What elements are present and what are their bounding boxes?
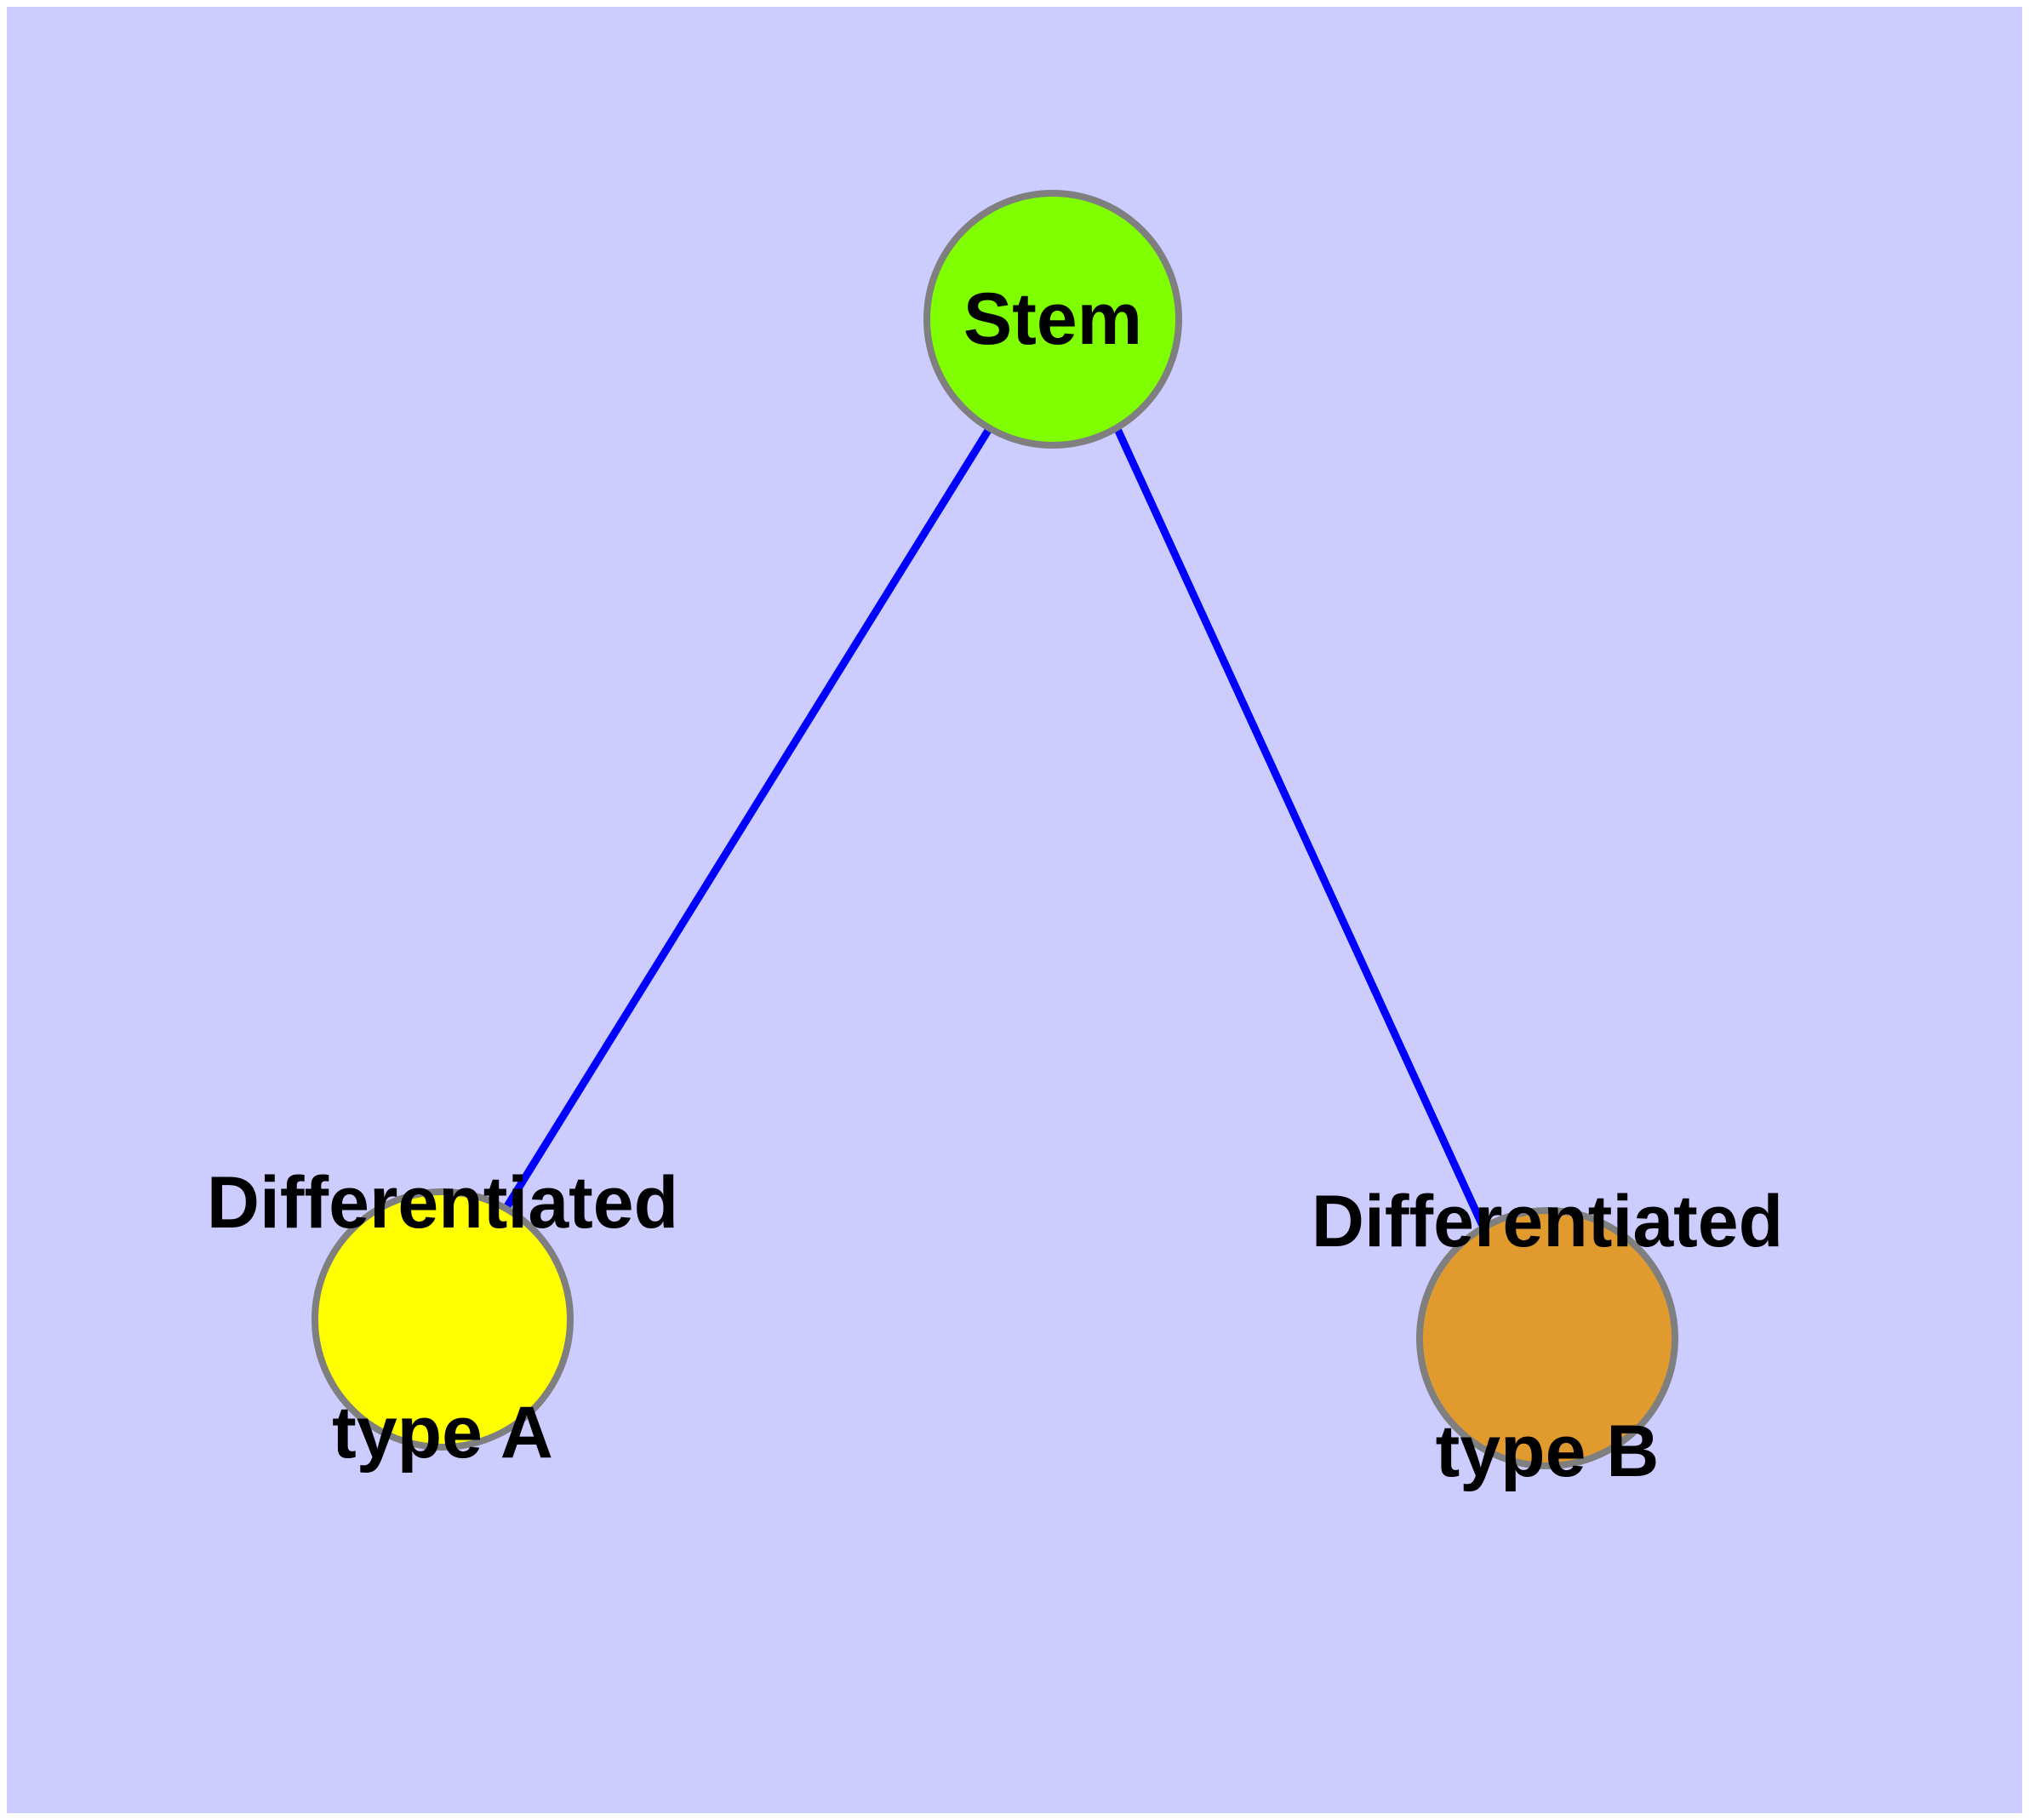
node-stem[interactable] bbox=[923, 190, 1182, 449]
node-differentiated-type-a[interactable] bbox=[311, 1188, 574, 1451]
edge-stem-to-differentiated-type-b bbox=[1113, 427, 1487, 1228]
node-differentiated-type-b[interactable] bbox=[1416, 1207, 1678, 1469]
edge-layer bbox=[504, 426, 1487, 1228]
edge-stem-to-differentiated-type-a bbox=[504, 426, 992, 1209]
node-layer bbox=[311, 190, 1678, 1469]
